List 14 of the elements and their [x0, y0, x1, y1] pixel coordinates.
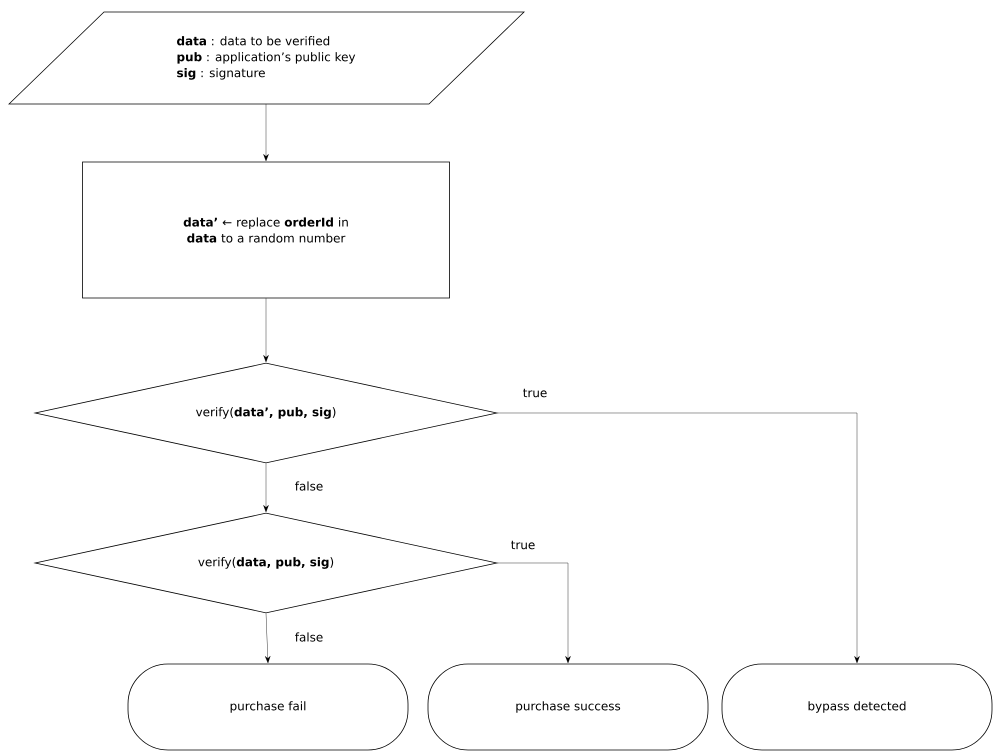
arrow: [263, 298, 269, 362]
terminal-box: bypass detected: [722, 664, 992, 750]
arrow: [263, 104, 269, 162]
arrow: [263, 463, 269, 512]
terminal-box: purchase fail: [128, 664, 408, 750]
edge-label: true: [510, 540, 536, 550]
process-box: data’ ← replace orderId in data to a random number: [82, 162, 450, 298]
edge-label: true: [522, 388, 548, 398]
edge-label: false: [294, 480, 324, 492]
arrow: [264, 613, 270, 664]
edge-label: false: [294, 631, 324, 643]
arrow: [497, 562, 571, 664]
arrow: [497, 412, 860, 664]
terminal-box: purchase success: [428, 664, 708, 750]
